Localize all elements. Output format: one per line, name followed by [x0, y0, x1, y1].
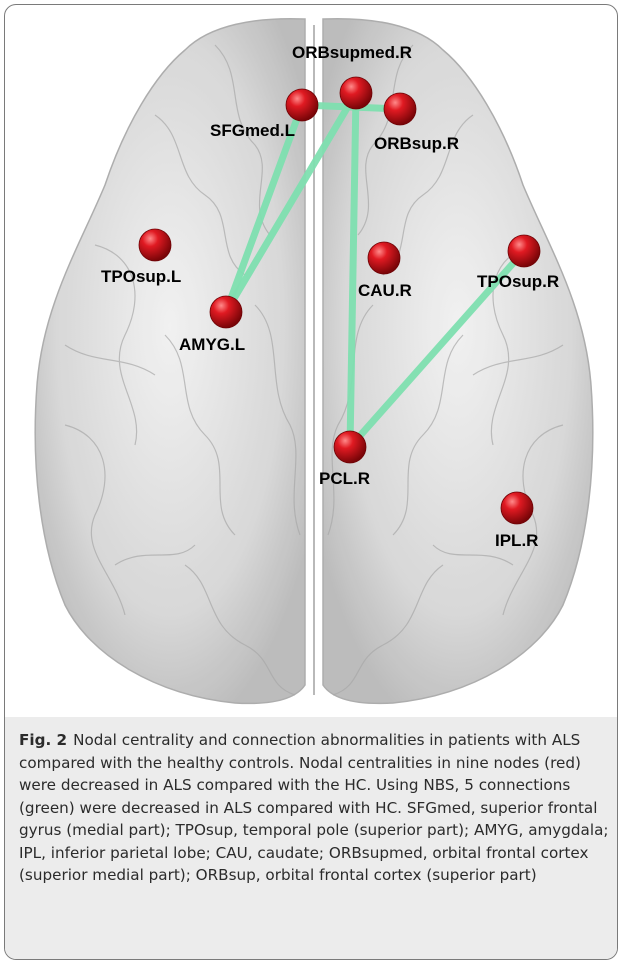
right-hemisphere	[323, 19, 593, 704]
node-IPL.R	[501, 492, 533, 524]
figure-caption: Fig. 2Nodal centrality and connection ab…	[5, 717, 618, 960]
node-label-PCL.R: PCL.R	[319, 469, 370, 488]
node-label-TPOsup.L: TPOsup.L	[101, 267, 181, 286]
node-TPOsup.L	[139, 229, 171, 261]
node-label-IPL.R: IPL.R	[495, 531, 538, 550]
brain-network-figure: ORBsupmed.R SFGmed.L ORBsup.R TPOsup.L CAU.R…	[5, 5, 618, 705]
node-label-AMYG.L: AMYG.L	[179, 335, 245, 354]
node-TPOsup.R	[508, 235, 540, 267]
node-PCL.R	[334, 431, 366, 463]
node-AMYG.L	[210, 296, 242, 328]
node-ORBsup.R	[384, 93, 416, 125]
node-CAU.R	[368, 242, 400, 274]
caption-label: Fig. 2	[19, 731, 67, 749]
caption-text: Nodal centrality and connection abnormal…	[19, 731, 609, 884]
node-label-SFGmed.L: SFGmed.L	[210, 121, 295, 140]
node-SFGmed.L	[286, 89, 318, 121]
node-label-TPOsup.R: TPOsup.R	[477, 272, 559, 291]
node-ORBsupmed.R	[340, 77, 372, 109]
figure-panel: ORBsupmed.R SFGmed.L ORBsup.R TPOsup.L CAU.R…	[4, 4, 618, 960]
node-label-CAU.R: CAU.R	[358, 281, 412, 300]
node-label-ORBsupmed.R: ORBsupmed.R	[292, 43, 412, 62]
node-label-ORBsup.R: ORBsup.R	[374, 134, 459, 153]
